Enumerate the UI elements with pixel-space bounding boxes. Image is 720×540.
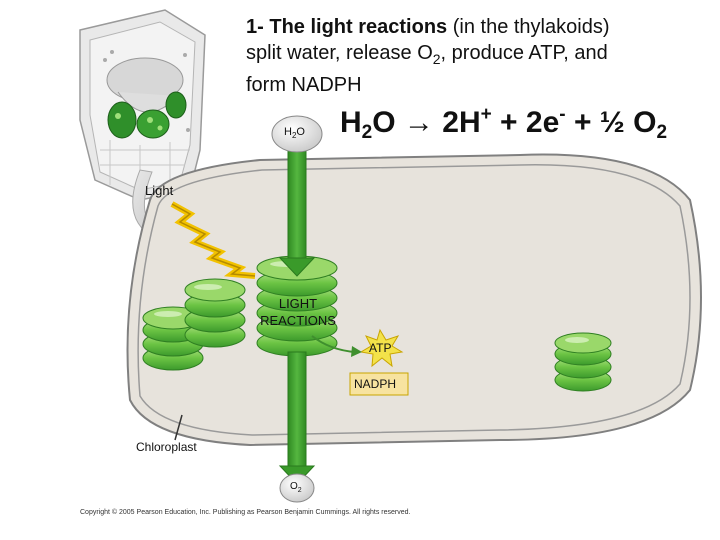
eq-d: + ½ O [565,106,657,139]
thylakoid-stack-left-middle [184,278,246,348]
thylakoid-stack-right [554,332,612,392]
water-splitting-equation: H2O → 2H+ + 2e- + ½ O2 [340,104,667,144]
h2o-h: H [284,126,292,138]
o2-molecule [279,473,315,503]
atp-burst [359,328,404,368]
title-line2-rest: , produce ATP, and [440,42,608,64]
copyright-notice: Copyright © 2005 Pearson Education, Inc.… [80,509,411,516]
title-line2-sub: 2 [432,51,441,67]
light-reactions-label-2: REACTIONS [256,313,340,328]
h2o-o: O [296,126,305,138]
h2o-label: H2O [284,126,305,140]
eq-a: H [340,106,362,139]
title-line2-text: split water, release O [246,42,433,64]
slide-title: 1- The light reactions (in the thylakoid… [246,14,706,98]
title-bold: The light reactions [269,16,448,38]
title-line-1: 1- The light reactions (in the thylakoid… [246,14,706,40]
h2o-sub: 2 [291,131,297,141]
product-arrow [311,335,356,353]
title-line1-rest: (in the thylakoids) [452,16,610,38]
atp-label: ATP [369,341,392,355]
light-label: Light [145,183,174,198]
h2o-molecule [271,115,323,153]
eq-b: O → 2H [372,106,481,139]
chloroplast-pointer [174,414,183,441]
o2-o: O [290,481,298,492]
nadph-box [349,372,409,396]
chloroplast-label: Chloroplast [136,440,197,454]
thylakoid-stack-center [256,255,338,357]
nadph-label: NADPH [354,377,397,391]
title-line-3: form NADPH [246,74,362,96]
plant-cell-illustration [79,9,206,201]
o2-sub: 2 [297,487,302,494]
eq-a-sub: 2 [361,122,373,143]
light-reactions-line1: LIGHT [278,296,318,311]
eq-c-sup: - [559,104,566,125]
water-flow-arrow [278,147,316,485]
title-line-2: split water, release O2, produce ATP, an… [246,40,706,72]
light-reactions-line2: REACTIONS [260,313,336,328]
eq-d-sub: 2 [656,122,668,143]
chloroplast [126,153,702,447]
o2-label: O2 [290,481,302,494]
eq-c: + 2e [491,106,560,139]
title-number: 1- [246,16,264,38]
eq-b-sup: + [480,104,492,125]
light-reactions-label: LIGHT [262,296,334,311]
